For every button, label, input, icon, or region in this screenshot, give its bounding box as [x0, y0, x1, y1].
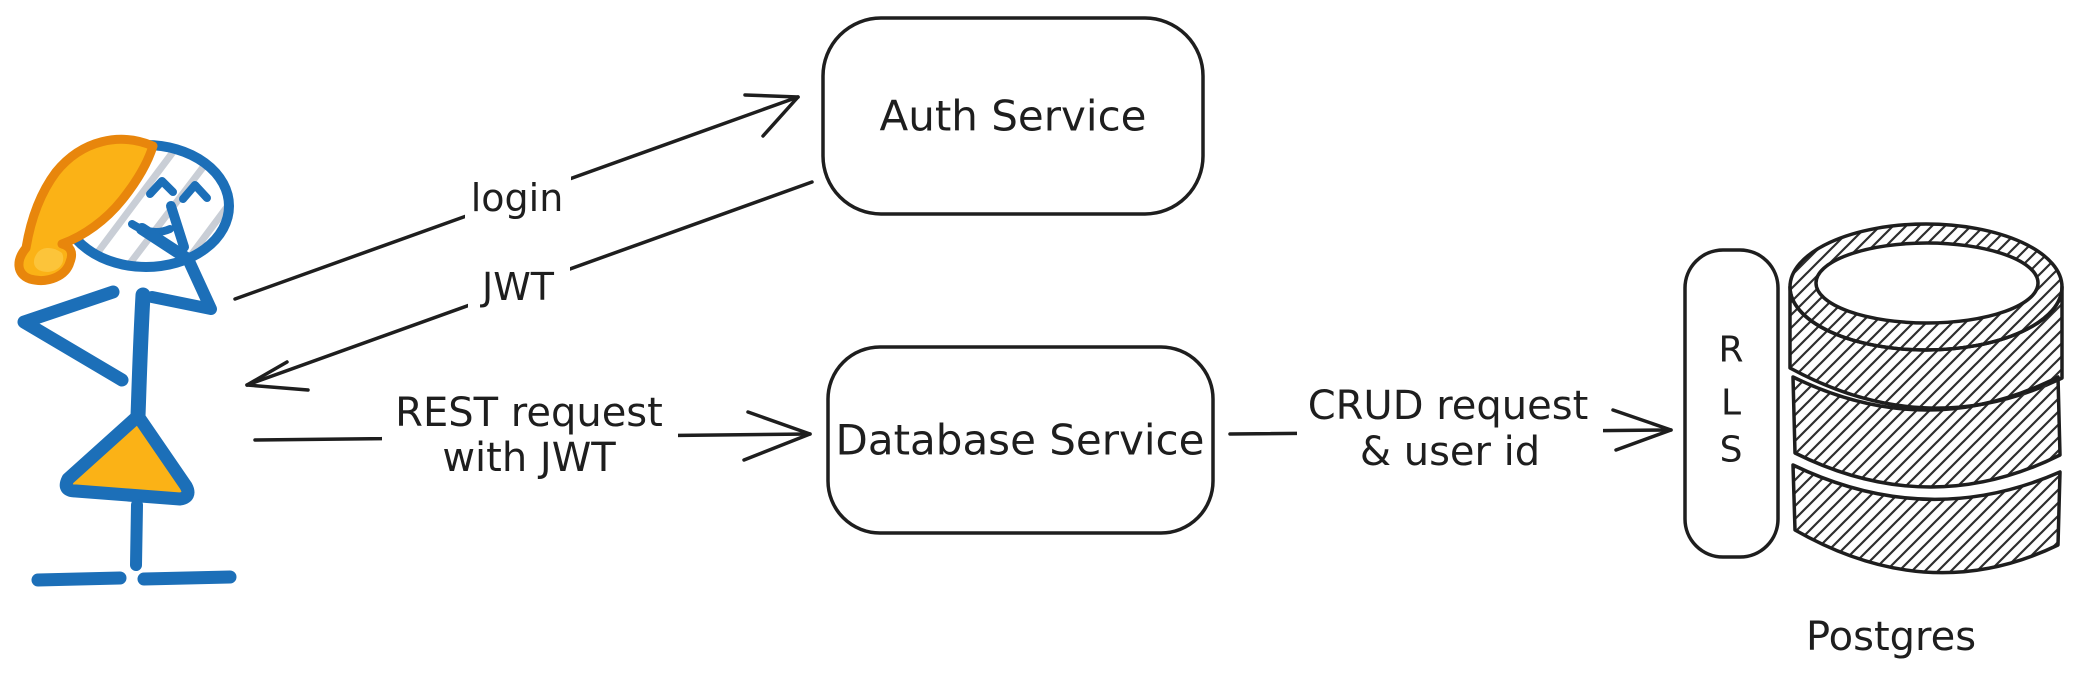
rls-letter-s: S [1720, 430, 1743, 471]
user-person-icon [14, 134, 237, 587]
cylinder-band-bottom [1791, 463, 2062, 575]
person-body [130, 287, 151, 424]
person-leg [130, 499, 143, 571]
database-service-label: Database Service [836, 416, 1205, 465]
cylinder-band-middle [1791, 375, 2062, 489]
jwt-arrowhead [245, 360, 310, 392]
login-label: login [471, 176, 564, 220]
rls-letter-r: R [1718, 330, 1743, 371]
crud-label-bg [1297, 382, 1603, 476]
node-auth-service: Auth Service [821, 16, 1205, 216]
jwt-label-bg [468, 262, 570, 312]
rls-letter-l: L [1721, 383, 1741, 424]
node-rls: R L S [1683, 248, 1780, 559]
crud-label-line1: CRUD request [1308, 383, 1589, 429]
rest-label-bg [382, 390, 678, 482]
login-arrowhead [743, 93, 800, 138]
person-hair-strand [124, 162, 208, 270]
login-label-bg [465, 172, 571, 224]
jwt-label: JWT [480, 265, 555, 309]
rls-box [1683, 248, 1780, 559]
person-foot-left [31, 571, 127, 587]
postgres-label: Postgres [1806, 614, 1976, 660]
edge-rest-request: REST request with JWT [253, 390, 812, 482]
database-service-box [826, 345, 1215, 535]
person-hair-highlight [33, 247, 64, 272]
person-foot-right [137, 570, 237, 586]
person-hair [14, 134, 158, 285]
crud-label-line2: & user id [1360, 429, 1540, 475]
cylinder-opening [1814, 241, 2040, 325]
edge-crud-request: CRUD request & user id [1228, 382, 1673, 476]
rest-label-line2: with JWT [442, 435, 616, 481]
person-hand [166, 201, 189, 252]
person-eye-right [179, 181, 211, 203]
rest-label-line1: REST request [395, 390, 663, 436]
auth-service-label: Auth Service [879, 92, 1146, 141]
postgres-database-icon: Postgres [1788, 222, 2064, 660]
person-hair-strand [94, 144, 180, 256]
person-arm-right [136, 223, 217, 315]
edge-jwt: JWT [245, 180, 814, 392]
person-skirt [59, 409, 195, 506]
auth-service-box [821, 16, 1205, 216]
person-eye-left [146, 177, 177, 198]
node-database-service: Database Service [826, 345, 1215, 535]
crud-arrowhead [1611, 408, 1673, 452]
rest-arrowhead [742, 410, 812, 462]
person-arm-left [17, 285, 129, 387]
edge-login: login [233, 93, 800, 301]
